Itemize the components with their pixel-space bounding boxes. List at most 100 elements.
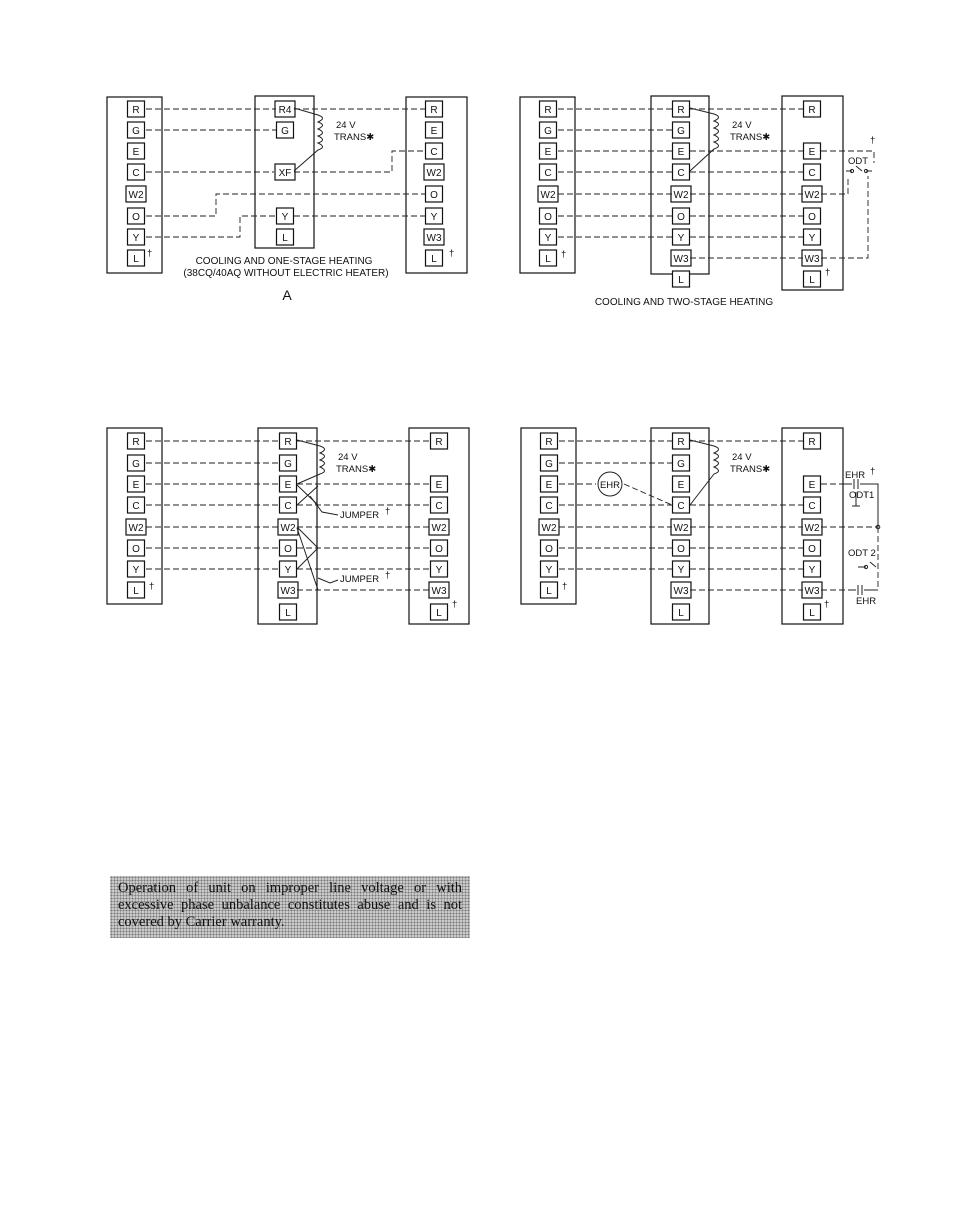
dagger-mark: † bbox=[149, 581, 154, 592]
terminal-label: W3 bbox=[674, 254, 689, 265]
terminal-box bbox=[539, 560, 559, 578]
terminal-label: G bbox=[677, 459, 685, 470]
terminal-label: R bbox=[132, 437, 139, 448]
terminal-label: R bbox=[132, 105, 139, 116]
warning-box: Operation of unit on improper line volta… bbox=[110, 876, 470, 938]
terminal-label: R bbox=[677, 437, 684, 448]
terminal-box bbox=[802, 603, 822, 621]
terminal-box bbox=[275, 207, 295, 225]
terminal-label: W3 bbox=[805, 254, 820, 265]
terminal-box bbox=[429, 496, 449, 514]
terminal-label: O bbox=[430, 190, 438, 201]
terminal-box bbox=[126, 100, 146, 118]
dagger-mark: † bbox=[449, 248, 454, 259]
terminal-box bbox=[278, 560, 298, 578]
terminal-label: E bbox=[809, 480, 816, 491]
terminal-label: E bbox=[431, 126, 438, 137]
terminal-box bbox=[429, 475, 449, 493]
terminal-label: L bbox=[809, 608, 815, 619]
terminal-box bbox=[126, 432, 146, 450]
terminal-box bbox=[802, 539, 822, 557]
terminal-label: E bbox=[133, 147, 140, 158]
dagger-mark: † bbox=[452, 599, 457, 610]
terminal-label: Y bbox=[546, 565, 553, 576]
terminal-box bbox=[671, 539, 691, 557]
terminal-label: L bbox=[282, 233, 288, 244]
ehr-relay-icon bbox=[597, 471, 623, 497]
terminal-box bbox=[539, 539, 559, 557]
terminal-box bbox=[802, 207, 822, 225]
terminal-label: R bbox=[430, 105, 437, 116]
terminal-box bbox=[539, 581, 559, 599]
dagger-mark: † bbox=[870, 466, 875, 477]
terminal-box bbox=[424, 207, 444, 225]
terminal-label: L bbox=[133, 254, 139, 265]
terminal-box bbox=[802, 270, 822, 288]
terminal-label: R bbox=[808, 437, 815, 448]
terminal-label: E bbox=[133, 480, 140, 491]
terminal-label: G bbox=[281, 126, 289, 137]
terminal-label: G bbox=[132, 459, 140, 470]
terminal-label: E bbox=[285, 480, 292, 491]
terminal-box bbox=[429, 539, 449, 557]
terminal-label: C bbox=[284, 501, 291, 512]
transformer-label: 24 V bbox=[732, 452, 752, 463]
terminal-label: W2 bbox=[674, 190, 689, 201]
terminal-box bbox=[126, 121, 146, 139]
terminal-box bbox=[538, 207, 558, 225]
terminal-label: G bbox=[677, 126, 685, 137]
terminal-box bbox=[539, 432, 559, 450]
terminal-label: W3 bbox=[805, 586, 820, 597]
terminal-label: E bbox=[546, 480, 553, 491]
terminal-label: C bbox=[132, 501, 139, 512]
terminal-label: O bbox=[677, 212, 685, 223]
odt2-label: ODT 2 bbox=[848, 548, 876, 559]
transformer-label: 24 V bbox=[336, 120, 356, 131]
transformer-label: 24 V bbox=[732, 120, 752, 131]
terminal-box bbox=[671, 432, 691, 450]
ehr-label: EHR bbox=[845, 470, 865, 481]
odt-label: ODT bbox=[848, 156, 868, 167]
terminal-label: W3 bbox=[281, 586, 296, 597]
terminal-label: G bbox=[544, 126, 552, 137]
terminal-label: O bbox=[808, 212, 816, 223]
terminal-box bbox=[802, 496, 822, 514]
terminal-box bbox=[278, 432, 298, 450]
terminal-label: R bbox=[435, 437, 442, 448]
terminal-label: E bbox=[545, 147, 552, 158]
jumper-label: JUMPER bbox=[340, 574, 379, 585]
terminal-box bbox=[802, 163, 822, 181]
terminal-label: Y bbox=[678, 233, 685, 244]
terminal-label: O bbox=[677, 544, 685, 555]
terminal-box bbox=[802, 432, 822, 450]
terminal-label: E bbox=[809, 147, 816, 158]
transformer-label: TRANS✱ bbox=[730, 464, 770, 475]
terminal-label: G bbox=[284, 459, 292, 470]
terminal-box bbox=[802, 560, 822, 578]
terminal-box bbox=[424, 249, 444, 267]
terminal-label: L bbox=[809, 275, 815, 286]
terminal-box bbox=[538, 228, 558, 246]
terminal-label: Y bbox=[436, 565, 443, 576]
terminal-label: G bbox=[132, 126, 140, 137]
terminal-label: Y bbox=[431, 212, 438, 223]
terminal-box bbox=[424, 142, 444, 160]
terminal-box bbox=[126, 228, 146, 246]
terminal-label: W2 bbox=[805, 190, 820, 201]
terminal-box bbox=[126, 207, 146, 225]
dagger-mark: † bbox=[147, 248, 152, 259]
terminal-box bbox=[671, 100, 691, 118]
diagram-caption: COOLING AND TWO-STAGE HEATING bbox=[595, 297, 774, 308]
terminal-box bbox=[538, 249, 558, 267]
terminal-box bbox=[125, 185, 147, 203]
diagram-caption: (38CQ/40AQ WITHOUT ELECTRIC HEATER) bbox=[183, 268, 388, 279]
terminal-label: W2 bbox=[427, 168, 442, 179]
odt1-label: ODT1 bbox=[849, 490, 874, 501]
